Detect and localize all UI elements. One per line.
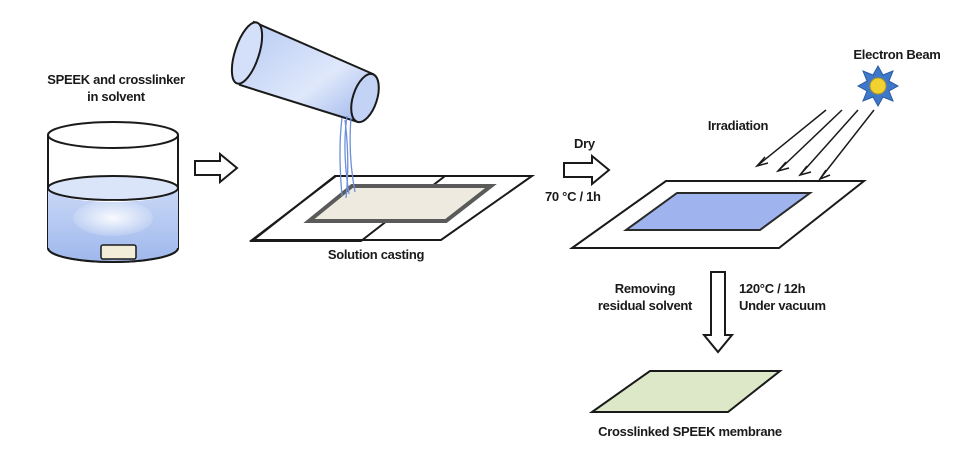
- irradiation-plate: [568, 180, 867, 249]
- electron-source-icon: [856, 64, 900, 108]
- dry-label: Dry: [574, 136, 596, 151]
- irradiated-film: [622, 192, 814, 231]
- removing-label-line2: residual solvent: [598, 298, 693, 313]
- casting-label: Solution casting: [328, 247, 425, 262]
- step-arrow-2: [563, 153, 611, 187]
- beaker: [47, 121, 179, 263]
- casting-plate: [249, 175, 497, 242]
- casting-plate-outline: [249, 175, 536, 241]
- beaker-label-line1: SPEEK and crosslinker: [47, 72, 185, 87]
- temp2-label-line2: Under vacuum: [739, 298, 826, 313]
- electron-beam-label: Electron Beam: [853, 47, 940, 62]
- result-label: Crosslinked SPEEK membrane: [598, 424, 782, 439]
- step-arrow-3: [701, 271, 735, 354]
- cast-film: [303, 184, 497, 223]
- stir-bar: [100, 244, 137, 260]
- beaker-liquid-surface: [47, 175, 179, 201]
- solution-stream: [339, 115, 356, 199]
- step-arrow-1: [194, 151, 239, 185]
- electron-beam-rays: [754, 109, 875, 181]
- beaker-label-line2: in solvent: [87, 89, 146, 104]
- pouring-cup: [230, 20, 380, 124]
- final-membrane: [588, 370, 783, 413]
- irradiation-label: Irradiation: [708, 118, 769, 133]
- temp1-label: 70 °C / 1h: [545, 189, 601, 204]
- beaker-rim: [47, 121, 179, 149]
- removing-label-line1: Removing: [615, 281, 676, 296]
- temp2-label-line1: 120°C / 12h: [739, 281, 806, 296]
